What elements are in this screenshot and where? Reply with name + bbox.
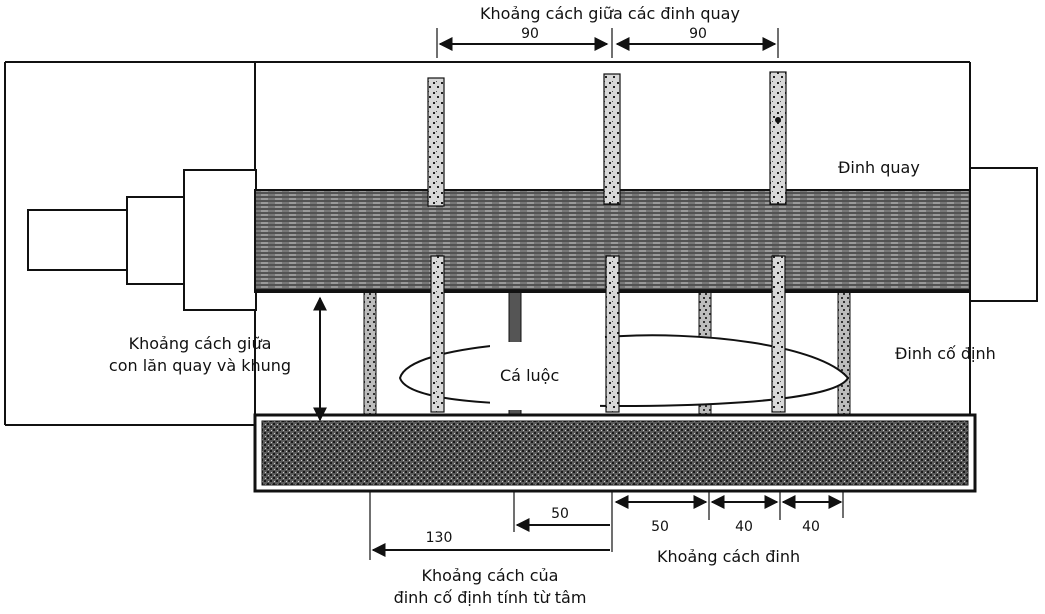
boiled-fish-label: Cá luộc <box>500 366 560 385</box>
drive-shaft <box>27 169 257 311</box>
center-offset-far-dimension: 130 <box>425 530 453 546</box>
rotating-pin-label: Đinh quay <box>838 158 920 177</box>
fixed-pin-label: Đinh cố định <box>895 344 996 363</box>
rotating-left-dimension: 90 <box>521 26 539 42</box>
roller-frame-gap-label-line2: con lăn quay và khung <box>108 356 292 375</box>
fixed-gap-1-dimension: 50 <box>651 519 669 535</box>
rotating-spacing-dimensions <box>436 28 779 58</box>
fixed-gap-3-dimension: 40 <box>802 519 820 535</box>
rotating-pin <box>603 73 621 205</box>
fish-label-bg <box>490 342 600 410</box>
rotating-pins <box>427 71 787 413</box>
fixed-pin-offset-label-line2: đinh cố định tính từ tâm <box>393 588 587 607</box>
roller-frame-gap-label-line1: Khoảng cách giữa <box>128 334 272 353</box>
rotating-pin <box>605 255 620 413</box>
rotating-pin <box>771 255 786 413</box>
rotating-pin-spacing-label: Khoảng cách giữa các đinh quay <box>480 4 740 23</box>
center-offset-near-dimension: 50 <box>551 506 569 522</box>
pin-spacing-label: Khoảng cách đinh <box>657 547 801 566</box>
fixed-pin-offset-label-line1: Khoảng cách của <box>421 566 559 585</box>
fixed-pin <box>363 291 377 419</box>
fixed-spacing-dimensions <box>611 492 844 552</box>
center-offset-dimensions <box>369 492 610 560</box>
fixed-gap-2-dimension: 40 <box>735 519 753 535</box>
rotating-pin <box>769 71 787 205</box>
fixed-pin <box>837 291 851 419</box>
rotating-pin <box>427 77 445 207</box>
rotating-right-dimension: 90 <box>689 26 707 42</box>
right-bearing <box>969 167 1038 302</box>
rotating-pin <box>430 255 445 413</box>
